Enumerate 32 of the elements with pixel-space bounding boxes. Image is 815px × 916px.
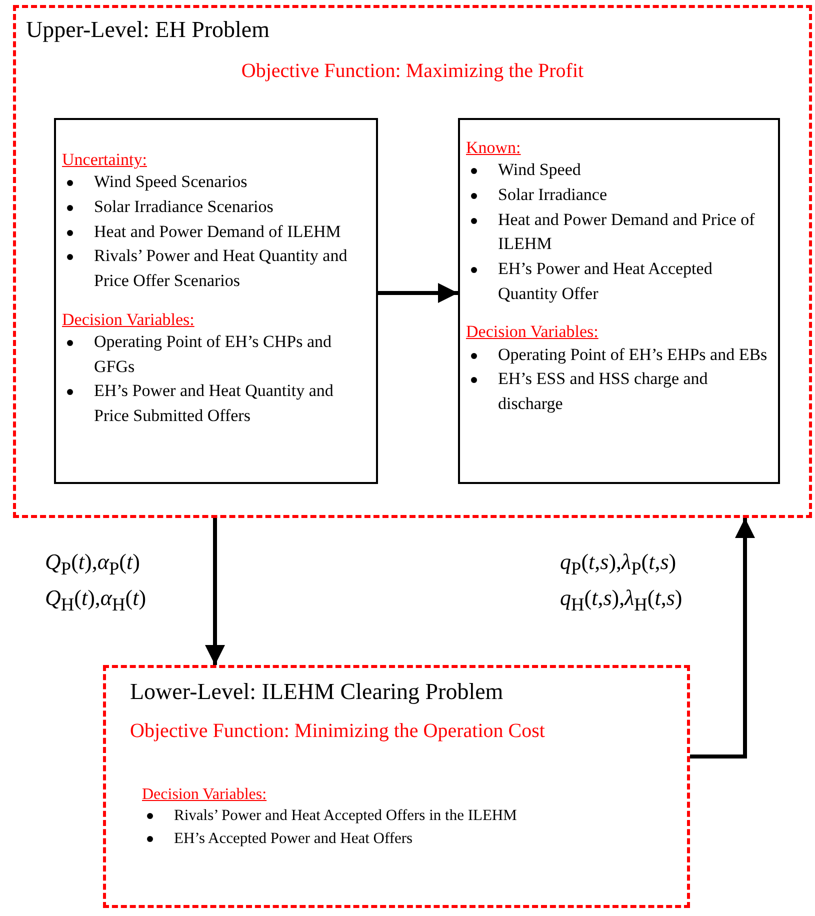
bullet-item: Wind Speed Scenarios xyxy=(62,170,370,196)
info-box xyxy=(54,118,378,484)
section-heading: Decision Variables: xyxy=(466,322,600,343)
level-title: Lower-Level: ILEHM Clearing Problem xyxy=(130,678,504,706)
section-heading: Decision Variables: xyxy=(142,784,268,804)
bullet-item: EH’s Power and Heat Accepted Quantity Offer xyxy=(466,256,772,306)
edge-label: q$_{P}$(t,s),λ$_{P}$(t,s) q$_{H}$(t,s),λ$_{H}$(t,s) xyxy=(560,548,684,616)
arrow xyxy=(205,518,225,665)
level-title: Upper-Level: EH Problem xyxy=(26,16,271,44)
bullet-item: Solar Irradiance xyxy=(466,183,772,208)
level-frame xyxy=(103,665,690,908)
section-heading: Uncertainty: xyxy=(62,150,148,170)
edge-label: Q$_{P}$(t),α$_{P}$(t) Q$_{H}$(t),α$_{H}$(t) xyxy=(45,548,148,616)
bullet-item: Solar Irradiance Scenarios xyxy=(62,195,370,220)
bullet-item: Heat and Power Demand and Price of ILEHM xyxy=(466,208,772,257)
level-frame xyxy=(13,5,812,518)
objective-text: Objective Function: Minimizing the Operation Cost xyxy=(130,720,546,743)
bullet-item: Rivals’ Power and Heat Accepted Offers in the ILEHM xyxy=(142,804,663,828)
arrow xyxy=(690,518,755,758)
arrow xyxy=(378,283,458,303)
bullet-item: Operating Point of EH’s CHPs and GFGs xyxy=(62,330,370,380)
info-box xyxy=(458,118,780,484)
bullet-item: Heat and Power Demand of ILEHM xyxy=(62,220,370,244)
section-heading: Decision Variables: xyxy=(62,310,196,330)
bullet-item: EH’s Accepted Power and Heat Offers xyxy=(142,827,663,850)
bullet-item: EH’s Power and Heat Quantity and Price Submitted Offers xyxy=(62,379,370,429)
section-heading: Known: xyxy=(466,138,522,158)
bullet-item: EH’s ESS and HSS charge and discharge xyxy=(466,367,772,417)
objective-text: Objective Function: Maximizing the Profit xyxy=(240,60,585,83)
bullet-item: Wind Speed xyxy=(466,158,772,184)
bullet-item: Operating Point of EH’s EHPs and EBs xyxy=(466,342,772,368)
bullet-item: Rivals’ Power and Heat Quantity and Price Offer Scenarios xyxy=(62,244,370,294)
